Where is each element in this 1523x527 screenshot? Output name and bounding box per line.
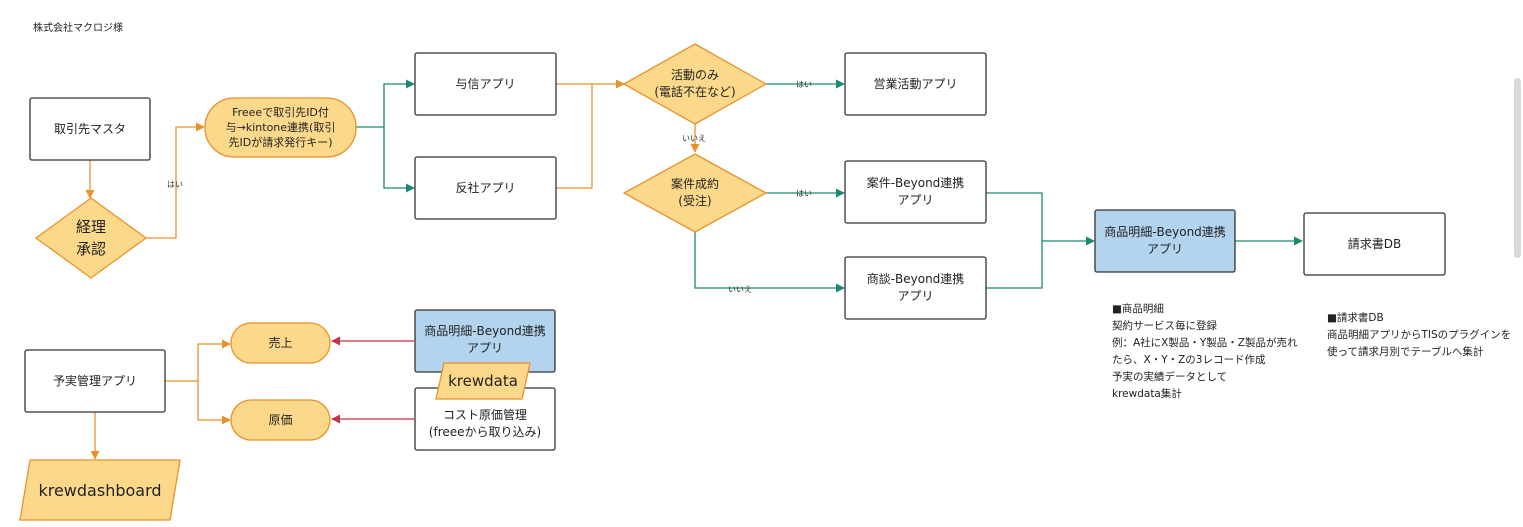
company-title: 株式会社マクロジ様 xyxy=(33,22,123,34)
edge-hansha-katsudo xyxy=(556,84,593,189)
anken-no-label: いいえ xyxy=(728,285,752,294)
seikyusho-box[interactable] xyxy=(1303,212,1446,276)
keiri-yes-label: はい xyxy=(167,180,183,189)
shohin-beyond-box[interactable] xyxy=(1094,209,1236,273)
shohin-beyond2-label: 商品明細-Beyond連携 アプリ xyxy=(424,324,546,355)
seikyusho-label: 請求書DB xyxy=(1347,236,1402,251)
anken-beyond-box[interactable] xyxy=(844,160,987,224)
eigyo-label: 営業活動アプリ xyxy=(873,76,958,91)
shodan-beyond-box[interactable] xyxy=(844,256,987,320)
katsudo-no-label: いいえ xyxy=(682,134,706,143)
krewdashboard-parallelogram[interactable] xyxy=(19,459,181,521)
freee-pill[interactable] xyxy=(204,97,357,158)
uriage-label: 売上 xyxy=(268,335,293,350)
yoshin-label: 与信アプリ xyxy=(455,76,516,91)
shodan-beyond-label: 商談-Beyond連携 アプリ xyxy=(866,272,965,303)
cost-label: コスト原価管理 (freeeから取り込み) xyxy=(428,408,542,439)
katsudo-yes-label: はい xyxy=(796,80,812,89)
freee-label: Freeeで取引先ID付 与→kintone連携(取引 先IDが請求発行キー) xyxy=(225,106,336,149)
katsudo-label: 活動のみ (電話不在など) xyxy=(654,68,736,99)
edge-anken-shodanbeyond xyxy=(694,232,845,293)
genka-label: 原価 xyxy=(268,412,293,427)
edge-yojitsu-genka xyxy=(197,381,231,425)
torihikisaki-box[interactable] xyxy=(29,97,151,161)
krewdashboard-label: krewdashboard xyxy=(38,480,162,500)
shohin-beyond-label: 商品明細-Beyond連携 アプリ xyxy=(1104,225,1226,256)
krewdata-label: krewdata xyxy=(448,371,518,390)
anken-diamond[interactable] xyxy=(622,153,768,233)
genka-pill[interactable] xyxy=(230,399,331,441)
edge-shodanbeyond-shohin xyxy=(986,241,1043,289)
yojitsu-box[interactable] xyxy=(24,349,166,413)
uriage-pill[interactable] xyxy=(230,322,331,364)
shohin-note: ■商品明細 契約サービス毎に登録 例：A社にX製品・Y製品・Z製品が売れ たら、… xyxy=(1112,303,1298,400)
hansha-box[interactable] xyxy=(414,156,557,220)
yojitsu-label: 予実管理アプリ xyxy=(52,373,137,388)
eigyo-box[interactable] xyxy=(844,52,987,116)
edge-ankenbeyond-shohin xyxy=(986,192,1095,246)
katsudo-diamond[interactable] xyxy=(622,43,768,125)
anken-decision-label: 案件成約 (受注) xyxy=(670,177,719,208)
anken-beyond-label: 案件-Beyond連携 アプリ xyxy=(866,176,965,207)
edge-freee-hansha xyxy=(383,127,415,193)
keiri-label: 経理 承認 xyxy=(75,218,106,258)
edge-freee-yoshin xyxy=(356,79,415,128)
torihikisaki-label: 取引先マスタ xyxy=(53,121,126,136)
edge-yojitsu-uriage xyxy=(165,339,231,382)
edge-keiri-freee xyxy=(146,122,205,239)
vertical-scrollbar[interactable] xyxy=(1514,78,1521,258)
yoshin-box[interactable] xyxy=(414,52,557,116)
seikyu-note: ■請求書DB 商品明細アプリからTISのプラグインを 使って請求月別でテーブルへ… xyxy=(1327,312,1512,358)
hansha-label: 反社アプリ xyxy=(455,180,516,195)
anken-yes-label: はい xyxy=(796,189,812,198)
keiri-diamond[interactable] xyxy=(34,197,148,279)
krewdata-parallelogram[interactable] xyxy=(435,362,531,400)
